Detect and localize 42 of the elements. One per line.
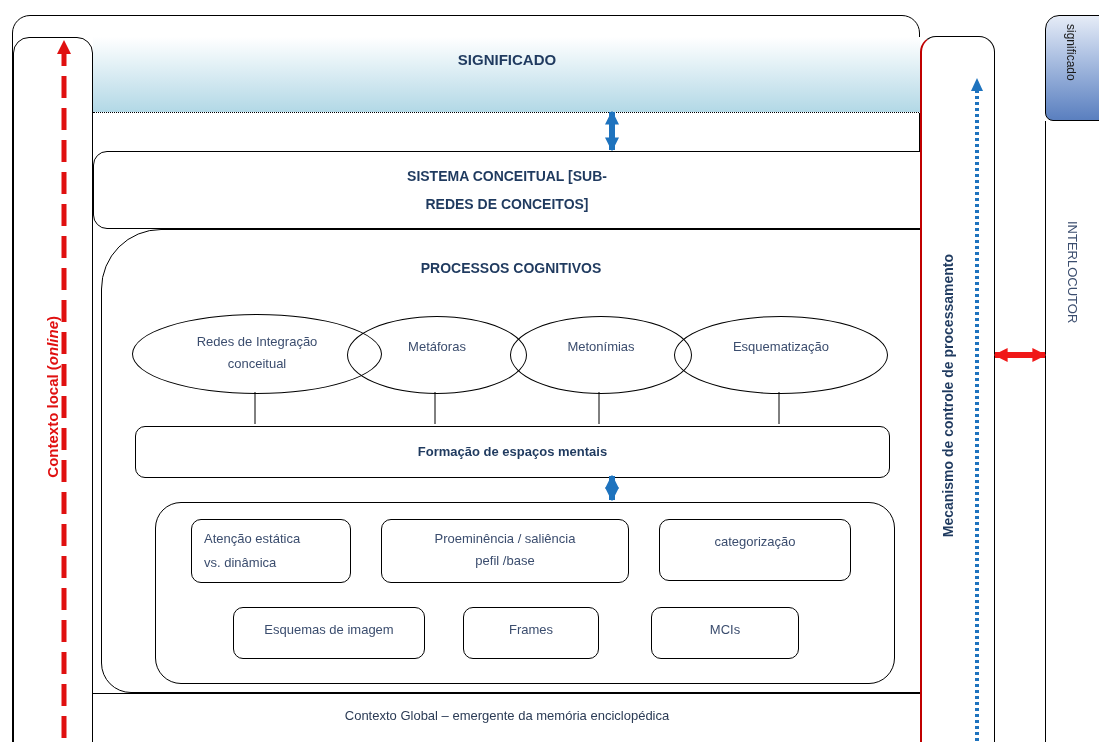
layer-box	[93, 151, 921, 229]
vertical-label: significado	[1063, 24, 1079, 81]
node-label: categorização	[714, 533, 796, 551]
connector-line	[434, 391, 436, 425]
connector-line	[778, 391, 780, 425]
concept-box	[381, 519, 629, 583]
control-column	[920, 36, 995, 742]
connector-line	[598, 391, 600, 425]
concept-box	[659, 519, 851, 581]
node-label: Esquemas de imagem	[264, 621, 394, 639]
context-column	[13, 37, 93, 742]
process-box	[135, 426, 890, 478]
layer-box	[101, 229, 921, 693]
group-box	[155, 502, 895, 684]
node-label: PROCESSOS COGNITIVOS	[420, 259, 602, 278]
concept-box	[651, 607, 799, 659]
band	[93, 37, 921, 113]
double-arrow	[993, 348, 1047, 362]
node-label: Atenção estática vs. dinâmica	[204, 530, 302, 572]
node-label: Metonímias	[567, 338, 635, 356]
band	[93, 693, 921, 742]
vertical-label: INTERLOCUTOR	[1063, 221, 1081, 324]
tab-box	[1045, 15, 1099, 121]
concept-box	[191, 519, 351, 583]
node-label: SIGNIFICADO	[457, 50, 557, 70]
node-label: Redes de Integração conceitual	[195, 333, 319, 373]
node-label: MCIs	[709, 621, 741, 639]
double-arrow	[605, 474, 619, 502]
outer-frame	[12, 15, 920, 742]
vertical-label: Mecanismo de controle de processamento	[939, 254, 957, 538]
node-label: Frames	[508, 621, 554, 639]
node-label: SISTEMA CONCEITUAL [SUB-REDES DE CONCEITOS]	[406, 167, 608, 214]
node-label: Metáforas	[408, 338, 466, 356]
vertical-label: Contexto local (online)	[42, 316, 62, 478]
node-label: Formação de espaços mentais	[417, 443, 608, 462]
concept-box	[463, 607, 599, 659]
double-arrow	[605, 110, 619, 152]
concept-box	[233, 607, 425, 659]
node-label: Esquematização	[732, 338, 830, 356]
connector-line	[254, 391, 256, 425]
node-label: Contexto Global – emergente da memória enciclopédica	[344, 707, 670, 725]
node-label: Proeminência / saliência pefil /base	[433, 530, 577, 570]
